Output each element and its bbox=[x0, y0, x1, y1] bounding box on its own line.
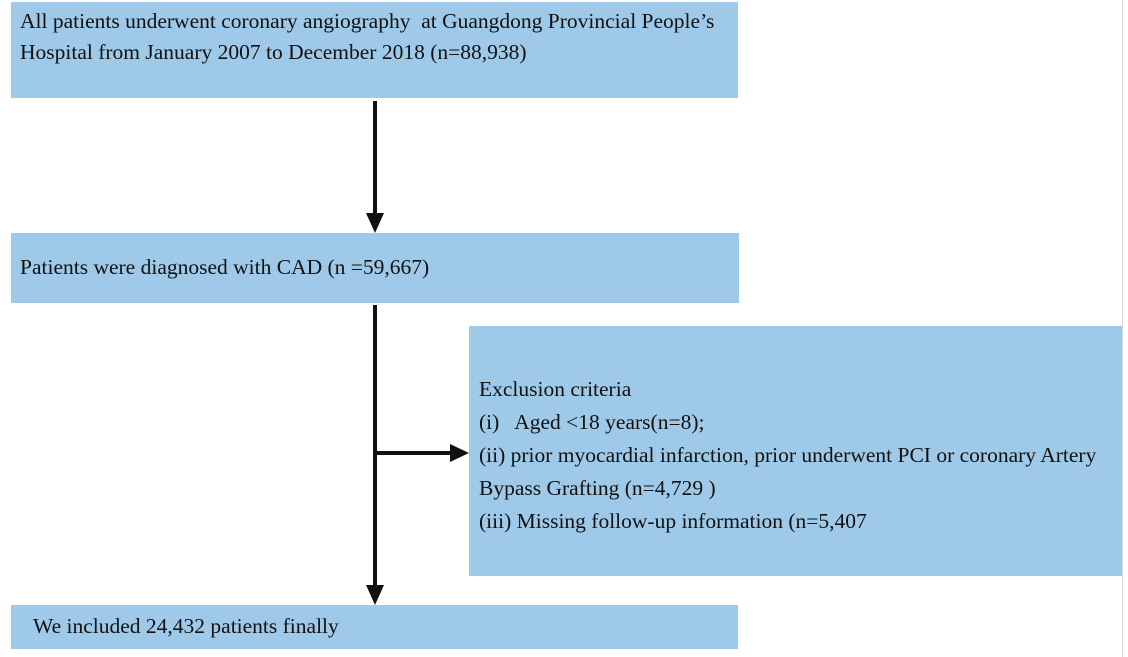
flowchart-node-final-cohort: We included 24,432 patients finally bbox=[11, 605, 738, 649]
flowchart-node-exclusion-criteria: Exclusion criteria (i) Aged <18 years(n=… bbox=[469, 326, 1122, 576]
source-cohort-text: All patients underwent coronary angiogra… bbox=[20, 9, 720, 64]
connector-cad-to-final-arrow bbox=[366, 305, 384, 605]
page-edge-rule bbox=[1122, 0, 1123, 657]
flowchart-node-source-cohort: All patients underwent coronary angiogra… bbox=[11, 2, 738, 98]
cad-diagnosis-text: Patients were diagnosed with CAD (n =59,… bbox=[20, 255, 430, 279]
final-cohort-text: We included 24,432 patients finally bbox=[33, 614, 339, 638]
flowchart-node-cad-diagnosis: Patients were diagnosed with CAD (n =59,… bbox=[11, 233, 739, 303]
exclusion-criteria-text: Exclusion criteria (i) Aged <18 years(n=… bbox=[479, 377, 1097, 533]
connector-cad-to-exclusion-arrow bbox=[375, 444, 469, 462]
connector-source-to-cad-arrow bbox=[366, 101, 384, 233]
